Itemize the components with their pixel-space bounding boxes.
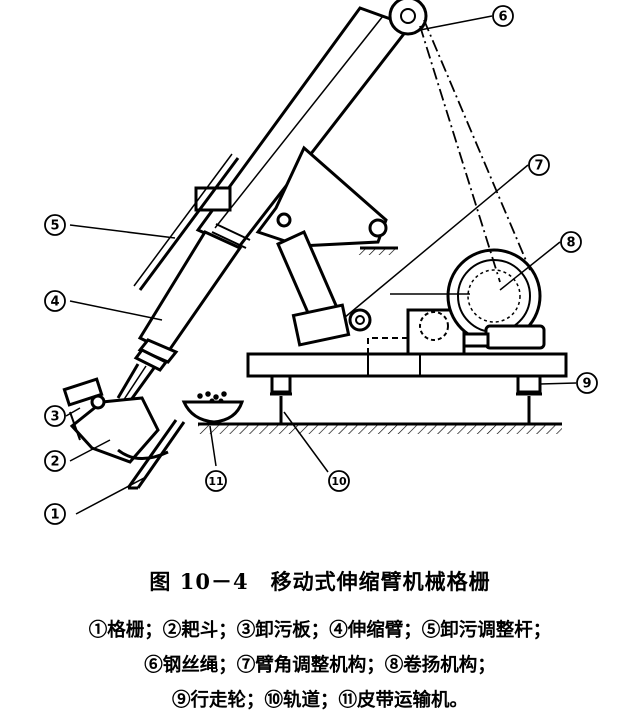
callout-5: 5 bbox=[44, 214, 66, 236]
callouts: 1 2 3 4 5 6 7 8 bbox=[44, 5, 598, 525]
callout-7: 7 bbox=[528, 154, 550, 176]
callout-1: 1 bbox=[44, 503, 66, 525]
svg-text:5: 5 bbox=[50, 219, 59, 234]
rake-bucket bbox=[62, 377, 169, 464]
carriage-frame bbox=[246, 337, 568, 378]
leader-lines bbox=[65, 15, 577, 515]
mechanical-grille-diagram: 1 2 3 4 5 6 7 8 bbox=[44, 0, 598, 525]
svg-text:9: 9 bbox=[582, 377, 591, 392]
legend-line: ①格栅；②耙斗；③卸污板；④伸缩臂；⑤卸污调整杆； bbox=[88, 620, 552, 641]
belt-conveyor bbox=[181, 391, 245, 424]
svg-text:10: 10 bbox=[331, 475, 347, 488]
svg-text:3: 3 bbox=[50, 410, 59, 425]
svg-text:8: 8 bbox=[566, 236, 575, 251]
callout-9: 9 bbox=[576, 372, 598, 394]
svg-text:1: 1 bbox=[50, 508, 59, 523]
hoist-mechanism bbox=[390, 248, 546, 356]
callout-10: 10 bbox=[328, 470, 350, 492]
wire-rope bbox=[419, 19, 531, 283]
callout-6: 6 bbox=[492, 5, 514, 27]
discharge-rod bbox=[133, 153, 240, 291]
callout-4: 4 bbox=[44, 290, 66, 312]
walking-wheels bbox=[270, 374, 542, 424]
callout-3: 3 bbox=[44, 405, 66, 427]
callout-11: 11 bbox=[205, 470, 227, 492]
svg-text:7: 7 bbox=[534, 159, 543, 174]
legend-line: ⑥钢丝绳；⑦臂角调整机构；⑧卷扬机构； bbox=[144, 655, 496, 676]
callout-8: 8 bbox=[560, 231, 582, 253]
svg-text:6: 6 bbox=[498, 10, 507, 25]
svg-text:4: 4 bbox=[50, 295, 59, 310]
callout-2: 2 bbox=[44, 450, 66, 472]
arm-angle-mechanism bbox=[255, 145, 398, 347]
legend-line: ⑨行走轮；⑩轨道；⑪皮带运输机。 bbox=[171, 690, 468, 711]
top-sheave bbox=[388, 0, 428, 36]
ground bbox=[198, 422, 562, 434]
svg-text:11: 11 bbox=[208, 475, 223, 488]
figure-title: 图 10－4 移动式伸缩臂机械格栅 bbox=[149, 569, 491, 594]
svg-text:2: 2 bbox=[50, 455, 59, 470]
